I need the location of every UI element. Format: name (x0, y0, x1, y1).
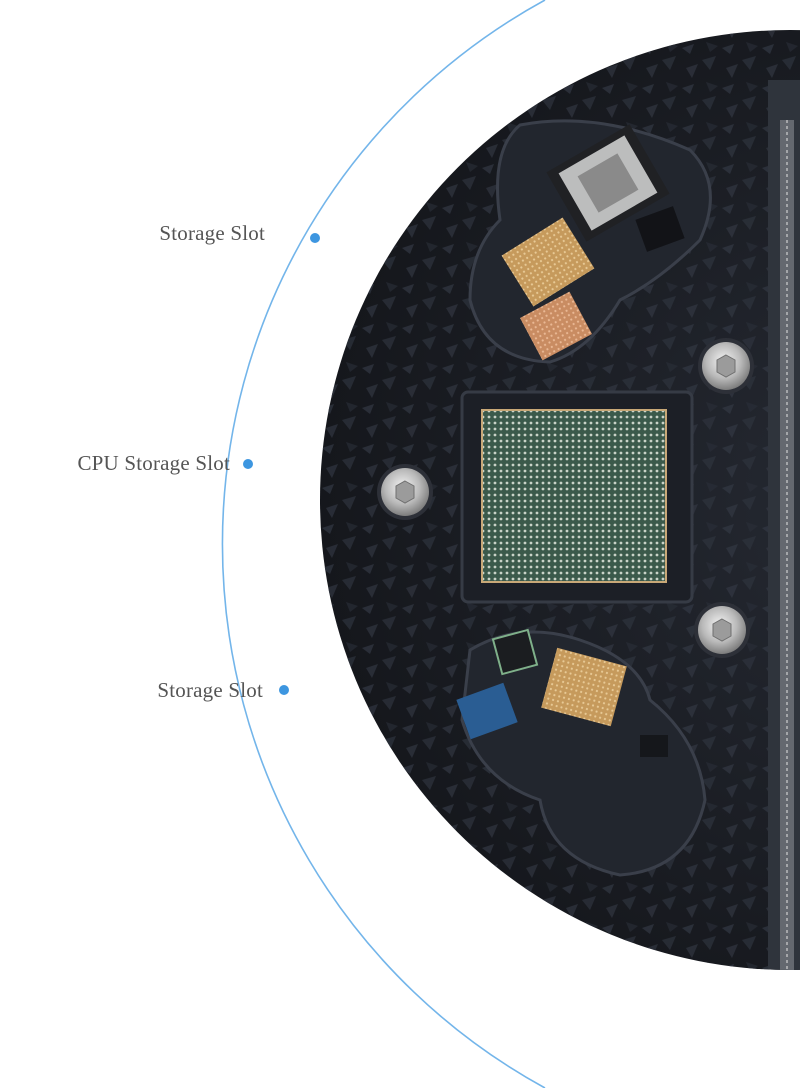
callout-label-cpu-storage-slot: CPU Storage Slot (77, 451, 230, 475)
cpu-chip (481, 409, 667, 583)
callout-label-storage-slot-bottom: Storage Slot (157, 678, 263, 702)
callout-dot (310, 233, 320, 243)
callout-label-storage-slot-top: Storage Slot (159, 221, 265, 245)
screw-icon (694, 602, 750, 658)
accent-arc (221, 0, 546, 1088)
upper-storage-pocket (468, 119, 712, 364)
lower-storage-pocket (456, 628, 707, 877)
cpu-storage-pocket (460, 390, 694, 604)
callout-dot (279, 685, 289, 695)
screw-icon (698, 338, 754, 394)
screw-icon (377, 464, 433, 520)
callout-dot (243, 459, 253, 469)
